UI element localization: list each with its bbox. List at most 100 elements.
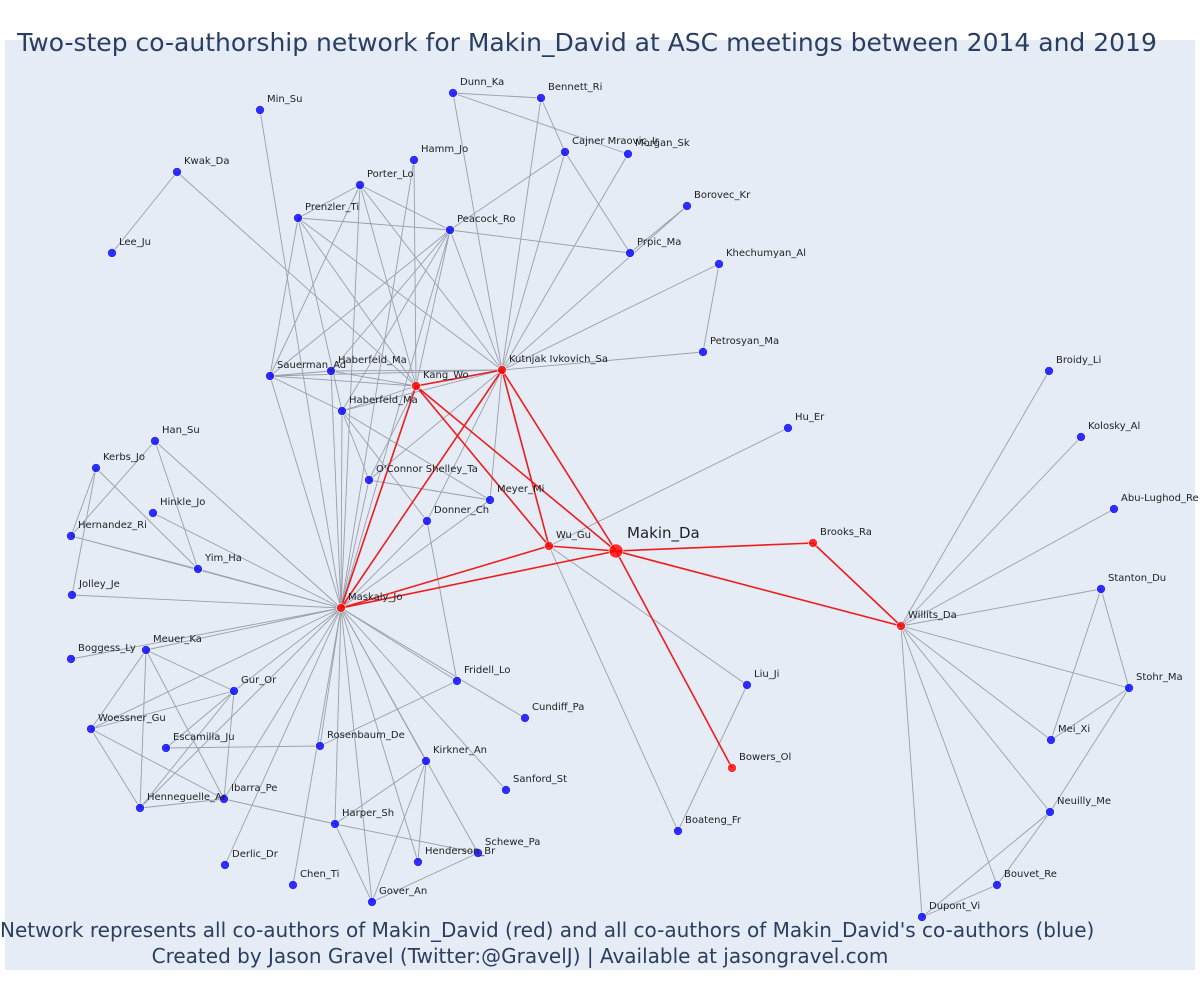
node-broidy-li[interactable] <box>1044 366 1054 376</box>
node-han-su[interactable] <box>150 436 160 446</box>
node-escamilla-ju[interactable] <box>161 743 171 753</box>
node-fridell-lo[interactable] <box>452 676 462 686</box>
node-sanford-st[interactable] <box>501 785 511 795</box>
node-brooks-ra[interactable] <box>808 538 818 548</box>
node-habb[interactable] <box>337 406 347 416</box>
node-stohr-ma[interactable] <box>1124 683 1134 693</box>
node-cundiff-pa[interactable] <box>520 713 530 723</box>
node-donner-ch[interactable] <box>422 516 432 526</box>
node-label-schewe-pa: Schewe_Pa <box>485 837 540 848</box>
node-petrosyan-ma[interactable] <box>698 347 708 357</box>
node-woessner-gu[interactable] <box>86 724 96 734</box>
node-kang-wo[interactable] <box>411 381 421 391</box>
edge-makin-da-brooks-ra <box>615 542 814 552</box>
node-meuer-ka[interactable] <box>141 645 151 655</box>
node-o-connor-shelley-ta[interactable] <box>364 475 374 485</box>
node-chen-ti[interactable] <box>288 880 298 890</box>
edge-peacock-ro-kutnjak-ivkovich-sa <box>449 229 503 371</box>
edge-dunn-ka-morgan-sk <box>452 92 629 155</box>
edge-khechumyan-al-kutnjak-ivkovich-sa <box>501 263 720 371</box>
node-khechumyan-al[interactable] <box>714 259 724 269</box>
node-dunn-ka[interactable] <box>448 88 458 98</box>
node-liu-ji[interactable] <box>742 680 752 690</box>
edge-meuer-ka-ibarra-pe <box>145 649 225 800</box>
node-kirkner-an[interactable] <box>421 756 431 766</box>
node-wu-gu[interactable] <box>544 541 554 551</box>
node-porter-lo[interactable] <box>355 180 365 190</box>
node-maskaly-jo[interactable] <box>336 603 346 613</box>
node-peacock-ro[interactable] <box>445 225 455 235</box>
node-min-su[interactable] <box>255 105 265 115</box>
node-derlic-dr[interactable] <box>220 860 230 870</box>
node-borovec-kr[interactable] <box>682 201 692 211</box>
edge-schewe-pa-gover-an <box>371 852 479 903</box>
node-prenzler-ti[interactable] <box>293 213 303 223</box>
node-willits-da[interactable] <box>896 621 906 631</box>
node-hernandez-ri[interactable] <box>66 531 76 541</box>
node-kutnjak-ivkovich-sa[interactable] <box>497 365 507 375</box>
node-stanton-du[interactable] <box>1096 584 1106 594</box>
node-label-broidy-li: Broidy_Li <box>1056 355 1101 366</box>
node-gur-or[interactable] <box>229 686 239 696</box>
edge-sauerman-ad-kutnjak-ivkovich-sa <box>269 369 503 377</box>
edge-peacock-ro-maskaly-jo <box>340 229 451 609</box>
node-label-henderson-br: Henderson_Br <box>425 846 496 857</box>
node-meyer-mi[interactable] <box>485 495 495 505</box>
node-henneguelle-ar[interactable] <box>135 803 145 813</box>
node-schewe-pa[interactable] <box>473 848 483 858</box>
node-prpic-ma[interactable] <box>625 248 635 258</box>
node-label-makin-da: Makin_Da <box>627 524 700 543</box>
node-neuilly-me[interactable] <box>1045 807 1055 817</box>
edge-woessner-gu-ibarra-pe <box>90 728 225 800</box>
edge-woessner-gu-maskaly-jo <box>90 607 342 730</box>
node-bowers-ol[interactable] <box>727 763 737 773</box>
node-gover-an[interactable] <box>367 897 377 907</box>
node-haba[interactable] <box>326 366 336 376</box>
node-morgan-sk[interactable] <box>623 149 633 159</box>
edge-kirkner-an-harper-sh <box>334 760 427 825</box>
edge-neuilly-me-dupont-vi <box>921 811 1051 918</box>
node-hamm-jo[interactable] <box>409 155 419 165</box>
caption-line-1: Network represents all co-authors of Mak… <box>0 918 1095 942</box>
node-ibarra-pe[interactable] <box>219 794 229 804</box>
node-label-willits-da: Willits_Da <box>908 610 957 621</box>
node-henderson-br[interactable] <box>413 857 423 867</box>
node-bennett-ri[interactable] <box>536 93 546 103</box>
node-boateng-fr[interactable] <box>673 826 683 836</box>
node-label-wu-gu: Wu_Gu <box>556 530 591 541</box>
node-kerbs-jo[interactable] <box>91 463 101 473</box>
node-hu-er[interactable] <box>783 423 793 433</box>
edges-secondary <box>70 92 1130 918</box>
node-hinkle-jo[interactable] <box>148 508 158 518</box>
node-label-derlic-dr: Derlic_Dr <box>232 849 279 860</box>
node-jolley-je[interactable] <box>67 590 77 600</box>
node-lee-ju[interactable] <box>107 248 117 258</box>
node-yim-ha[interactable] <box>193 564 203 574</box>
node-rosenbaum-de[interactable] <box>315 741 325 751</box>
node-sauerman-ad[interactable] <box>265 371 275 381</box>
node-cajner-mraovic-ir[interactable] <box>560 147 570 157</box>
node-kwak-da[interactable] <box>172 167 182 177</box>
edge-gover-an-maskaly-jo <box>340 607 373 903</box>
node-dupont-vi[interactable] <box>917 912 927 922</box>
node-mei-xi[interactable] <box>1046 735 1056 745</box>
node-label-stanton-du: Stanton_Du <box>1108 573 1166 584</box>
node-label-petrosyan-ma: Petrosyan_Ma <box>710 336 779 347</box>
node-bouvet-re[interactable] <box>992 880 1002 890</box>
edge-borovec-kr-kutnjak-ivkovich-sa <box>501 205 688 371</box>
node-boggess-ly[interactable] <box>66 654 76 664</box>
node-label-sanford-st: Sanford_St <box>513 774 567 785</box>
node-abu-lughod-re[interactable] <box>1109 504 1119 514</box>
edge-woessner-gu-henneguelle-ar <box>90 728 141 809</box>
edge-kerbs-jo-yim-ha <box>95 467 199 570</box>
edge-makin-da-kang-wo <box>415 385 617 552</box>
edge-broidy-li-willits-da <box>900 370 1050 627</box>
node-harper-sh[interactable] <box>330 819 340 829</box>
node-kolosky-al[interactable] <box>1076 432 1086 442</box>
edge-khechumyan-al-petrosyan-ma <box>702 263 720 353</box>
node-label-harper-sh: Harper_Sh <box>342 808 394 819</box>
edge-kutnjak-ivkovich-sa-maskaly-jo <box>340 369 503 609</box>
edge-derlic-dr-maskaly-jo <box>224 607 342 866</box>
edge-abu-lughod-re-willits-da <box>900 508 1115 627</box>
node-makin-da[interactable] <box>608 543 624 559</box>
